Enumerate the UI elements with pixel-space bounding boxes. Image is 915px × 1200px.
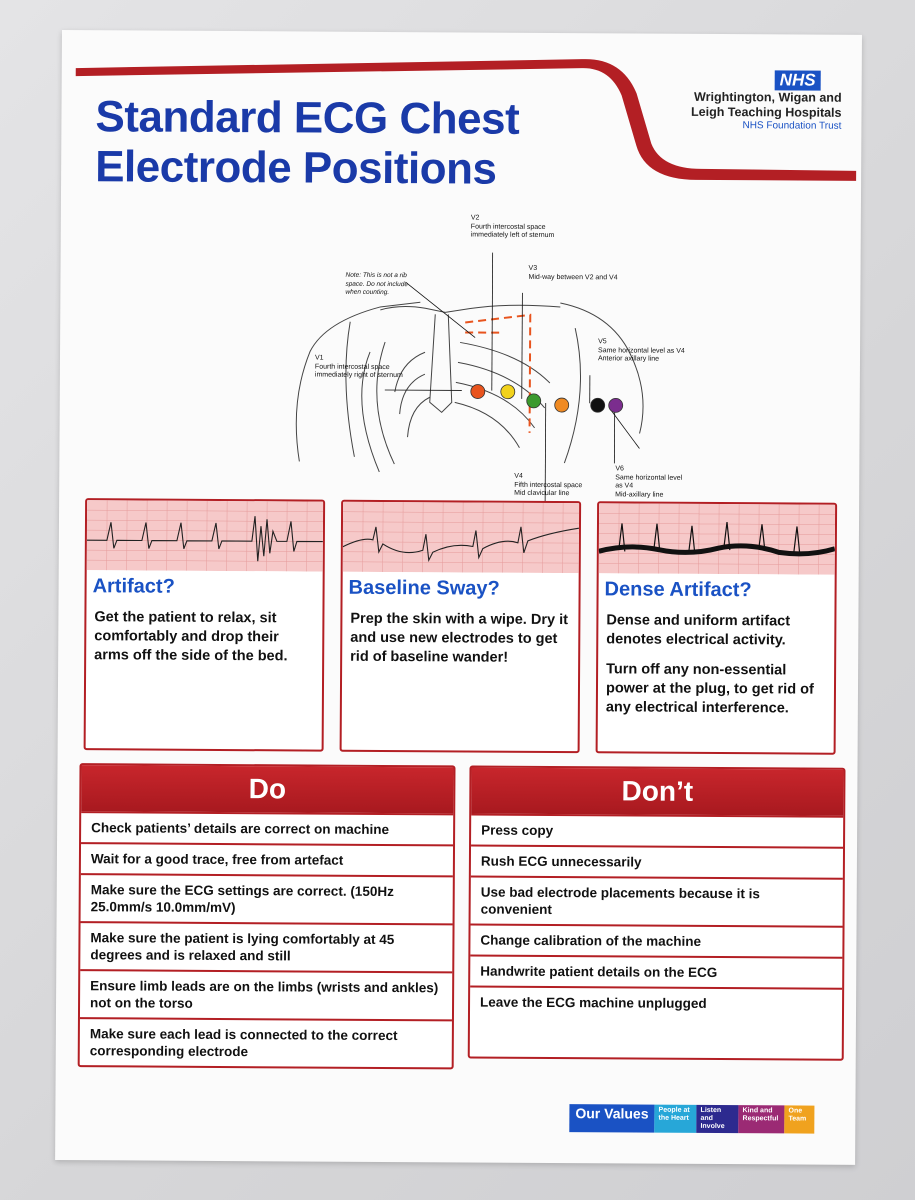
dont-heading: Don’t xyxy=(471,767,844,816)
dont-list-padding xyxy=(470,1017,842,1059)
do-list: Do Check patients’ details are correct o… xyxy=(77,763,456,1070)
value-kind: Kind and Respectful xyxy=(738,1105,785,1134)
ecg-poster: Standard ECG Chest Electrode Positions N… xyxy=(55,30,862,1165)
trust-line-3: NHS Foundation Trust xyxy=(742,120,842,132)
v5-electrode xyxy=(590,397,606,413)
v4-electrode xyxy=(554,397,570,413)
ecg-strip-baseline xyxy=(342,501,580,574)
v3-line-1: Mid-way between V2 and V4 xyxy=(528,273,618,281)
list-item: Make sure the ECG settings are correct. … xyxy=(80,873,453,924)
artifact-panel: Artifact? Get the patient to relax, sit … xyxy=(83,498,326,752)
our-values-bar: Our Values People at the Heart Listen an… xyxy=(569,1104,815,1134)
v4-label: V4 Fifth intercostal space Mid clavicula… xyxy=(514,473,582,499)
v1-line-2: immediately right of sternum xyxy=(314,371,403,380)
panel-text-artifact: Get the patient to relax, sit comfortabl… xyxy=(94,609,288,665)
ecg-strip-artifact xyxy=(86,500,324,572)
trust-line-2: Leigh Teaching Hospitals xyxy=(690,104,842,120)
panel-title-artifact: Artifact? xyxy=(92,575,175,598)
rib-note: Note: This is not a rib space. Do not in… xyxy=(345,272,408,298)
title-line-2: Electrode Positions xyxy=(95,142,497,194)
note-line-3: when counting. xyxy=(345,288,390,297)
list-item: Make sure the patient is lying comfortab… xyxy=(80,921,453,972)
panel-text-dense-2: Turn off any non-essential power at the … xyxy=(605,661,814,717)
do-heading: Do xyxy=(81,765,454,814)
nhs-logo: NHS xyxy=(774,70,821,91)
chest-diagram: Note: This is not a rib space. Do not in… xyxy=(229,201,691,504)
list-item: Leave the ECG machine unplugged xyxy=(469,985,843,1019)
panel-title-dense: Dense Artifact? xyxy=(604,578,752,602)
v6-electrode xyxy=(608,397,624,413)
list-item: Wait for a good trace, free from artefac… xyxy=(80,842,454,876)
v4-line-2: Mid clavicular line xyxy=(514,489,570,498)
header-swoosh xyxy=(75,59,857,181)
list-item: Ensure limb leads are on the limbs (wris… xyxy=(79,969,453,1020)
list-item: Check patients’ details are correct on m… xyxy=(81,811,454,845)
list-item: Rush ECG unnecessarily xyxy=(470,844,844,878)
v1-electrode xyxy=(470,384,486,399)
value-team: One Team xyxy=(784,1105,815,1134)
baseline-sway-panel: Baseline Sway? Prep the skin with a wipe… xyxy=(339,499,582,754)
v2-electrode xyxy=(500,384,516,400)
trust-line-1: Wrightington, Wigan and xyxy=(694,89,842,105)
v2-line-2: immediately left of sternum xyxy=(470,231,555,240)
list-item: Handwrite patient details on the ECG xyxy=(470,954,843,988)
panel-text-baseline: Prep the skin with a wipe. Dry it and us… xyxy=(350,610,569,666)
our-values-label: Our Values xyxy=(569,1104,655,1133)
value-listen: Listen and Involve xyxy=(696,1104,739,1134)
trust-name: Wrightington, Wigan and Leigh Teaching H… xyxy=(659,89,842,135)
dont-list: Don’t Press copy Rush ECG unnecessarily … xyxy=(467,765,846,1061)
v2-label: V2 Fourth intercostal space immediately … xyxy=(471,215,555,241)
note-line-2: space. Do not include xyxy=(345,280,408,288)
list-item: Use bad electrode placements because it … xyxy=(470,875,843,926)
list-item: Press copy xyxy=(471,813,844,847)
list-item: Make sure each lead is connected to the … xyxy=(79,1017,452,1068)
value-people: People at the Heart xyxy=(654,1104,697,1133)
note-line-1: Note: This is not a rib xyxy=(345,271,407,280)
title-line-1: Standard ECG Chest xyxy=(95,92,520,144)
v3-electrode xyxy=(526,393,542,409)
ecg-strip-dense xyxy=(598,503,836,575)
torso-drawing xyxy=(295,252,644,503)
v6-line-2: Mid-axillary line xyxy=(615,490,664,499)
v5-label: V5 Same horizontal level as V4 Anterior … xyxy=(598,338,685,364)
v1-label: V1 Fourth intercostal space immediately … xyxy=(315,355,403,381)
v5-line-2: Anterior axillary line xyxy=(597,355,660,363)
page-title: Standard ECG Chest Electrode Positions xyxy=(95,92,519,195)
panel-title-baseline: Baseline Sway? xyxy=(348,576,500,600)
v3-label: V3 Mid-way between V2 and V4 xyxy=(528,265,617,283)
list-item: Change calibration of the machine xyxy=(470,923,843,957)
dense-artifact-panel: Dense Artifact? Dense and uniform artifa… xyxy=(595,501,838,755)
v6-label: V6 Same horizontal level as V4 Mid-axill… xyxy=(615,465,689,499)
panel-text-dense-1: Dense and uniform artifact denotes elect… xyxy=(606,612,791,649)
v6-line-1: Same horizontal level as V4 xyxy=(615,473,683,490)
